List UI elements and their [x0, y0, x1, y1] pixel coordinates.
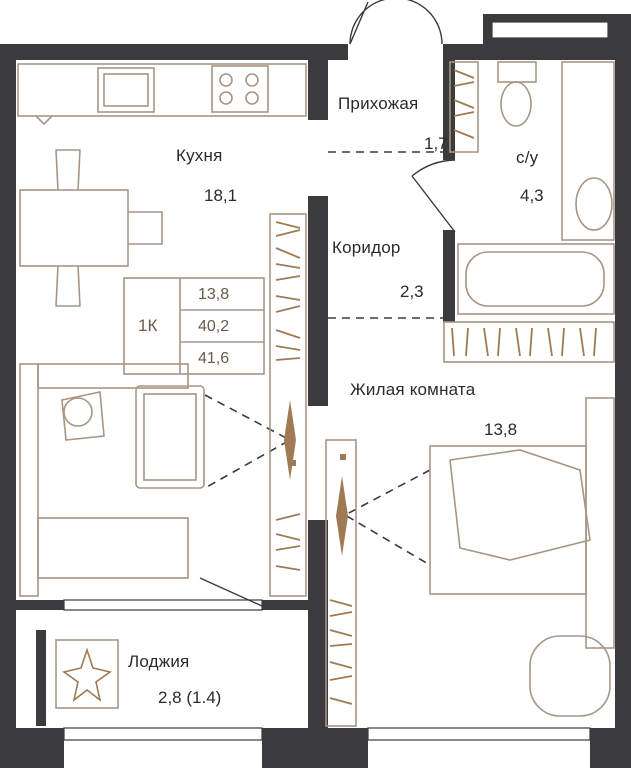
corridor-shelf: [443, 321, 615, 363]
loggia-plant: [55, 639, 119, 709]
apartment-type: 1К: [138, 316, 158, 335]
bathroom-door: [411, 159, 456, 233]
windows: [63, 21, 609, 741]
total-with-loggia-summary: 41,6: [198, 350, 230, 367]
bathroom-name: с/у: [516, 148, 539, 167]
bathroom-fixtures: [457, 61, 615, 315]
entrance-door: [349, 0, 443, 45]
wardrobe-living: [325, 439, 357, 727]
corridor-name: Коридор: [332, 238, 401, 257]
total-area-summary: 40,2: [198, 318, 230, 335]
hallway-area: 1,7: [424, 134, 448, 153]
bed: [429, 397, 615, 649]
kitchen-name: Кухня: [176, 146, 223, 165]
kitchen-counter: [17, 63, 307, 126]
living-area-summary: 13,8: [198, 286, 230, 303]
summary-box: [123, 277, 265, 375]
dining-table: [19, 149, 163, 307]
sofa: [19, 363, 205, 597]
balcony-door: [199, 577, 263, 607]
wardrobe-kitchen: [269, 213, 307, 597]
loggia-area: 2,8 (1.4): [158, 688, 222, 707]
loggia-name: Лоджия: [128, 652, 190, 671]
room-dividers: [204, 151, 445, 566]
kitchen-area: 18,1: [204, 186, 238, 205]
armchair: [529, 635, 611, 717]
hallway-shelf: [449, 61, 479, 153]
living-name: Жилая комната: [350, 380, 476, 399]
walls: [0, 14, 631, 768]
living-area: 13,8: [484, 420, 518, 439]
bathroom-area: 4,3: [520, 186, 544, 205]
hallway-name: Прихожая: [338, 94, 419, 113]
corridor-area: 2,3: [400, 282, 424, 301]
